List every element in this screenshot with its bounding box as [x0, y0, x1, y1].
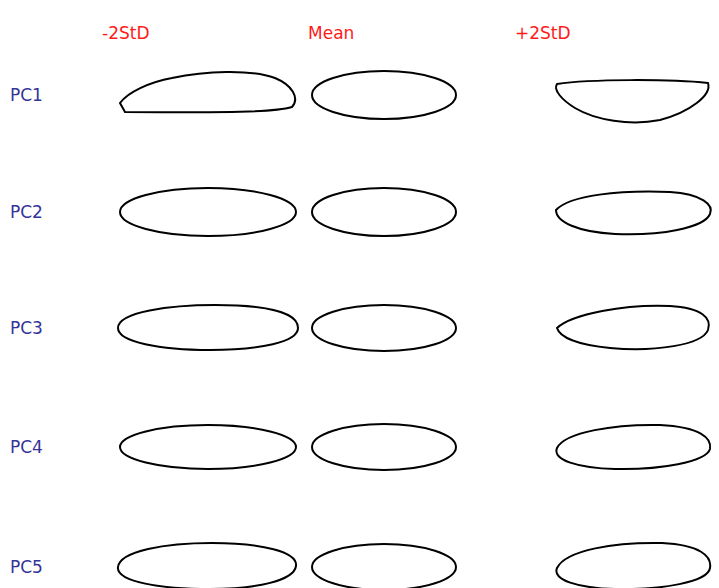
- shape-outline: [312, 544, 456, 588]
- shape-outline: [120, 188, 296, 236]
- shape-outline: [120, 425, 296, 469]
- column-header: -2StD: [102, 23, 150, 43]
- shape-outline: [312, 71, 456, 119]
- row-label: PC4: [10, 437, 43, 457]
- shape-outline: [556, 192, 711, 235]
- shape-outline: [312, 424, 456, 470]
- row-label: PC2: [10, 202, 43, 222]
- shape-outline: [556, 80, 708, 122]
- shape-outline: [312, 188, 456, 236]
- row-label: PC5: [10, 557, 43, 577]
- shape-outline: [557, 306, 709, 349]
- row-label: PC1: [10, 85, 43, 105]
- column-header: +2StD: [515, 23, 571, 43]
- shape-outline: [118, 305, 298, 350]
- shape-outline: [556, 425, 710, 469]
- shape-outline: [312, 305, 456, 351]
- row-label: PC3: [10, 318, 43, 338]
- shape-outline: [120, 72, 295, 112]
- shape-outline: [118, 543, 296, 588]
- shape-outline: [556, 543, 710, 588]
- column-header: Mean: [308, 23, 354, 43]
